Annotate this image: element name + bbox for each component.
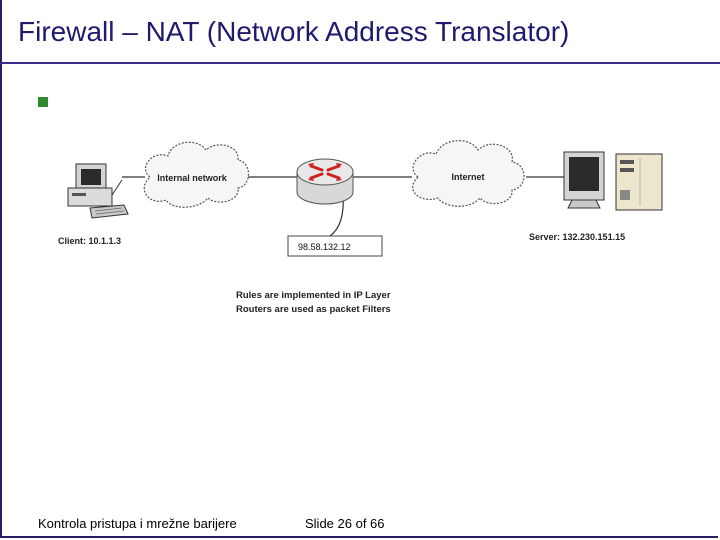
footer-course-title: Kontrola pristupa i mrežne barijere xyxy=(38,516,237,531)
server-computer-icon xyxy=(563,151,663,211)
router-ip-box: 98.58.132.12 xyxy=(287,235,383,257)
internet-label: Internet xyxy=(451,172,484,182)
footer-slide-number: Slide 26 of 66 xyxy=(305,516,385,531)
client-computer-icon xyxy=(67,163,129,219)
client-label: Client: 10.1.1.3 xyxy=(58,236,121,246)
rules-line-2: Routers are used as packet Filters xyxy=(236,304,391,315)
internet-cloud: Internet xyxy=(412,140,525,207)
router-ip-label: 98.58.132.12 xyxy=(298,242,351,252)
title-divider xyxy=(0,62,720,64)
slide-title: Firewall – NAT (Network Address Translat… xyxy=(18,16,570,47)
router-arrows-icon xyxy=(309,164,341,180)
internal-network-label: Internal network xyxy=(157,173,228,183)
server-label: Server: 132.230.151.15 xyxy=(529,232,625,242)
rules-line-1: Rules are implemented in IP Layer xyxy=(236,290,391,301)
router-icon xyxy=(296,158,354,205)
bullet-marker xyxy=(38,97,48,107)
internal-network-cloud: Internal network xyxy=(143,141,250,208)
